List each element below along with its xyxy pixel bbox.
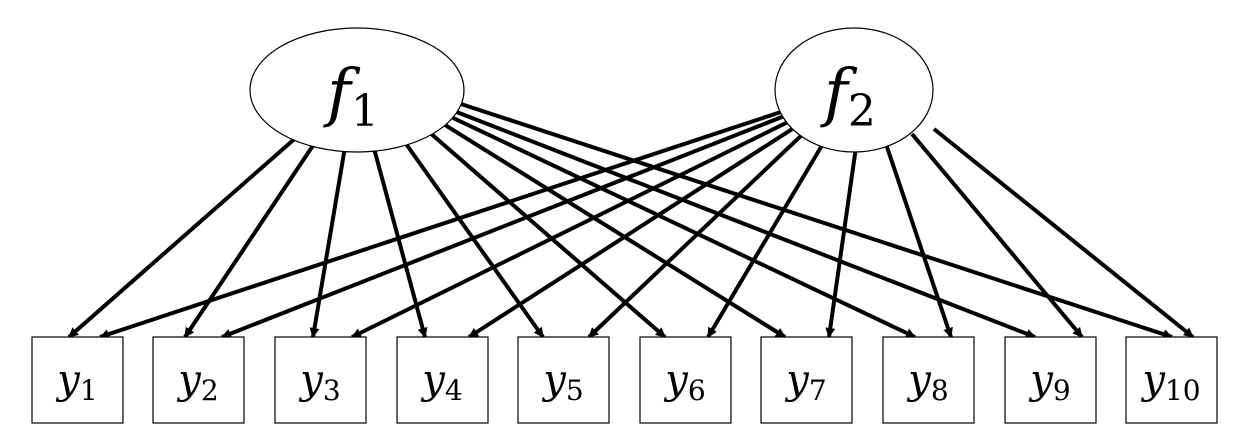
indicator-box-y4: [396, 336, 489, 424]
indicator-node-y4: y4: [396, 336, 489, 424]
indicator-y8-label: y8: [906, 357, 948, 407]
edge-f1-to-y8: [448, 114, 916, 339]
indicator-box-y1: [31, 336, 124, 424]
edge-f2-to-y2: [221, 113, 788, 339]
indicator-y1-label: y1: [55, 357, 97, 407]
edge-f1-to-y7: [435, 118, 787, 339]
edge-f2-to-y10: [932, 127, 1195, 339]
indicator-node-y7: y7: [760, 336, 853, 424]
indicator-box-y6: [639, 336, 732, 424]
edge-f1-to-y2: [183, 136, 320, 339]
edge-f2-to-y8: [882, 137, 953, 338]
factor-ellipse-f2: [774, 27, 934, 153]
indicator-node-y3: y3: [274, 336, 367, 424]
indicator-y5-label: y5: [541, 357, 583, 407]
indicator-node-y9: y9: [1004, 336, 1097, 424]
indicator-box-y10: [1125, 336, 1218, 424]
indicator-y6-label: y6: [663, 357, 705, 407]
indicator-y3-label: y3: [298, 357, 340, 407]
indicator-node-y2: y2: [152, 336, 245, 424]
factor-ellipse-f1: [249, 27, 465, 153]
indicator-node-y6: y6: [639, 336, 732, 424]
indicator-y2-label: y2: [176, 357, 218, 407]
edge-f2-to-y7: [825, 139, 859, 338]
indicator-box-y9: [1004, 336, 1097, 424]
indicator-y7-label: y7: [784, 357, 826, 407]
indicator-node-y10: y10: [1125, 336, 1218, 424]
edge-f2-to-y5: [587, 129, 808, 339]
edge-f2-to-y6: [706, 135, 829, 339]
edge-f1-to-y10: [457, 101, 1173, 339]
indicator-box-y7: [760, 336, 853, 424]
edge-f2-to-y3: [351, 118, 793, 339]
factor-node-f2: f2: [774, 27, 934, 153]
indicator-y10-label: y10: [1140, 357, 1200, 407]
indicator-box-y3: [274, 336, 367, 424]
indicator-box-y2: [152, 336, 245, 424]
edges-layer: [67, 101, 1195, 339]
edge-f2-to-y1: [99, 109, 785, 339]
indicator-box-y8: [882, 336, 975, 424]
indicator-box-y5: [517, 336, 610, 424]
indicator-node-y1: y1: [31, 336, 124, 424]
edge-f1-to-y3: [309, 140, 348, 338]
edge-f2-to-y4: [467, 122, 802, 339]
indicator-y4-label: y4: [420, 357, 462, 407]
indicator-y9-label: y9: [1028, 357, 1070, 407]
edge-f2-to-y9: [910, 132, 1084, 339]
indicator-node-y5: y5: [517, 336, 610, 424]
nodes-layer: f1 f2 y1 y2 y3 y4 y5 y6 y7 y8 y9 y10: [31, 27, 1218, 424]
factor-node-f1: f1: [249, 27, 465, 153]
edge-f1-to-y5: [397, 132, 545, 339]
edge-f1-to-y1: [67, 133, 301, 339]
indicator-node-y8: y8: [882, 336, 975, 424]
